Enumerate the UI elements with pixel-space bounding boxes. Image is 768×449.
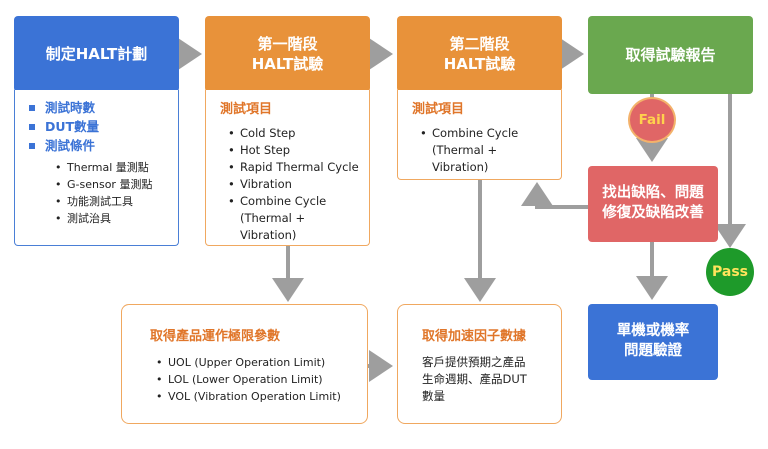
- fix-box: 找出缺陷、問題 修復及缺陷改善: [588, 166, 718, 242]
- stage2-panel: 測試項目 Combine Cycle (Thermal + Vibration): [397, 90, 562, 180]
- stage1-item-cont: (Thermal + Vibration): [240, 211, 306, 242]
- verify-line1: 單機或機率: [616, 323, 690, 340]
- stage1-title-line2: HALT試驗: [251, 55, 324, 73]
- stage1-section-title: 測試項目: [220, 102, 273, 117]
- stage2-items: Combine Cycle: [418, 125, 555, 142]
- stage1-title-line1: 第一階段: [257, 34, 318, 53]
- stage2-header: 第二階段 HALT試驗: [397, 16, 562, 92]
- plan-title: 制定HALT計劃: [45, 44, 148, 63]
- plan-header: 制定HALT計劃: [14, 16, 179, 92]
- stage1-items: Cold Step Hot Step Rapid Thermal Cycle V…: [226, 125, 363, 210]
- plan-sub-items: Thermal 量測點 G-sensor 量測點 功能測試工具 測試治具: [53, 159, 172, 227]
- limits-title: 取得產品運作極限參數: [150, 329, 281, 344]
- stage1-item: Rapid Thermal Cycle: [226, 159, 363, 176]
- arrow-fix-to-stage2: [521, 182, 588, 209]
- verify-box: 單機或機率 問題驗證: [588, 304, 718, 380]
- fail-badge: Fail: [628, 97, 676, 143]
- stage1-item: Cold Step: [226, 125, 363, 142]
- accel-line: 生命週期、產品DUT: [422, 372, 527, 386]
- pass-badge: Pass: [706, 248, 754, 296]
- plan-items: 測試時數 DUT數量 測試條件: [25, 98, 172, 155]
- plan-item: DUT數量: [25, 117, 172, 136]
- accel-line: 數量: [422, 389, 445, 403]
- stage2-title-line2: HALT試驗: [443, 55, 516, 73]
- plan-panel: 測試時數 DUT數量 測試條件 Thermal 量測點 G-sensor 量測點…: [14, 90, 179, 246]
- fail-label: Fail: [638, 112, 666, 128]
- plan-sub-item: Thermal 量測點: [53, 159, 172, 176]
- plan-sub-item: 功能測試工具: [53, 193, 172, 210]
- plan-item: 測試時數: [25, 98, 172, 117]
- stage1-item: Vibration: [226, 176, 363, 193]
- plan-sub-item: 測試治具: [53, 210, 172, 227]
- stage1-item: Hot Step: [226, 142, 363, 159]
- pass-label: Pass: [712, 264, 748, 280]
- stage2-title-line1: 第二階段: [449, 34, 510, 53]
- fix-line2: 修復及缺陷改善: [602, 205, 704, 221]
- limits-panel: 取得產品運作極限參數 UOL (Upper Operation Limit) L…: [121, 304, 368, 424]
- accel-title: 取得加速因子數據: [422, 329, 527, 344]
- report-title: 取得試驗報告: [625, 45, 716, 64]
- accel-line: 客戶提供預期之產品: [422, 355, 526, 369]
- report-box: 取得試驗報告: [588, 16, 753, 94]
- stage1-header: 第一階段 HALT試驗: [205, 16, 370, 92]
- limits-items: UOL (Upper Operation Limit) LOL (Lower O…: [154, 354, 359, 405]
- stage1-item: Combine Cycle: [226, 193, 363, 210]
- limits-item: UOL (Upper Operation Limit): [154, 354, 359, 371]
- accel-panel: 取得加速因子數據 客戶提供預期之產品 生命週期、產品DUT 數量: [397, 304, 562, 424]
- plan-sub-item: G-sensor 量測點: [53, 176, 172, 193]
- stage2-section-title: 測試項目: [412, 102, 465, 117]
- limits-item: VOL (Vibration Operation Limit): [154, 388, 359, 405]
- plan-item: 測試條件: [25, 136, 172, 155]
- verify-line2: 問題驗證: [624, 343, 682, 359]
- stage2-item-cont: (Thermal + Vibration): [432, 143, 498, 174]
- stage2-item: Combine Cycle: [418, 125, 555, 142]
- fix-line1: 找出缺陷、問題: [602, 185, 704, 202]
- stage1-panel: 測試項目 Cold Step Hot Step Rapid Thermal Cy…: [205, 90, 370, 246]
- limits-item: LOL (Lower Operation Limit): [154, 371, 359, 388]
